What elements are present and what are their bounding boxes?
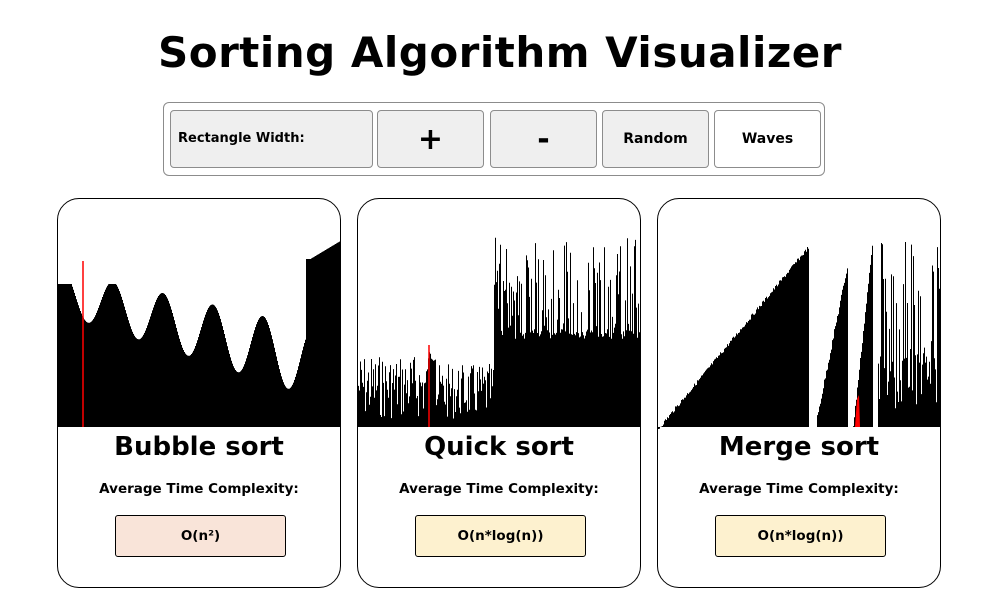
algorithm-name: Bubble sort (114, 432, 284, 462)
merge-sort-visualization (658, 242, 940, 429)
quick-sort-card: Quick sort Average Time Complexity: O(n*… (357, 198, 641, 588)
algorithm-name: Quick sort (424, 432, 574, 462)
complexity-value: O(n*log(n)) (415, 515, 586, 557)
rectangle-width-label: Rectangle Width: (170, 110, 373, 168)
toolbar: Rectangle Width: + - Random Waves (163, 102, 825, 176)
increase-width-button[interactable]: + (377, 110, 484, 168)
complexity-label: Average Time Complexity: (99, 481, 299, 497)
quick-sort-visualization (358, 237, 640, 427)
decrease-width-button[interactable]: - (490, 110, 597, 168)
page-title: Sorting Algorithm Visualizer (157, 28, 842, 77)
bubble-sort-visualization (58, 241, 340, 427)
merge-sort-card: Merge sort Average Time Complexity: O(n*… (657, 198, 941, 588)
random-button[interactable]: Random (602, 110, 709, 168)
complexity-label: Average Time Complexity: (699, 481, 899, 497)
bars-area (358, 237, 640, 427)
bubble-sort-card: Bubble sort Average Time Complexity: O(n… (57, 198, 341, 588)
bars-area (658, 242, 940, 429)
waves-button[interactable]: Waves (714, 110, 821, 168)
complexity-label: Average Time Complexity: (399, 481, 599, 497)
complexity-value: O(n²) (115, 515, 286, 557)
algorithm-name: Merge sort (718, 432, 880, 462)
complexity-value: O(n*log(n)) (715, 515, 886, 557)
bars-area (58, 241, 340, 427)
active-bar-marker (855, 395, 860, 427)
